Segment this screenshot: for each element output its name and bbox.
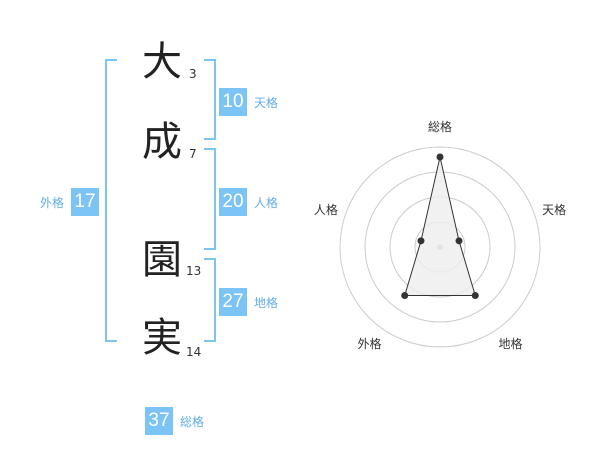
- radar-ring: [339, 146, 541, 348]
- name-char-1: 大: [142, 39, 182, 85]
- radar-point: [436, 153, 444, 161]
- radar-axis-label: 外格: [357, 336, 381, 351]
- chikaku-value: 27: [219, 288, 247, 316]
- radar-point: [401, 292, 409, 300]
- name-char-4: 実: [142, 315, 182, 361]
- jinkaku-value: 20: [219, 188, 247, 216]
- radar-series-polygon: [404, 156, 476, 297]
- gaikaku-value: 17: [71, 188, 99, 216]
- chikaku-bracket: [204, 258, 216, 342]
- stroke-count-4: 14: [186, 345, 202, 359]
- soukaku-label: 総格: [180, 415, 205, 429]
- radar-axis-label: 人格: [314, 202, 338, 217]
- tenkaku-value: 10: [219, 88, 247, 116]
- radar-axis-label: 地格: [499, 336, 523, 351]
- name-char-3: 園: [142, 237, 182, 283]
- jinkaku-label: 人格: [254, 196, 279, 210]
- radar-point: [417, 237, 425, 245]
- jinkaku-bracket: [204, 148, 216, 250]
- chikaku-label: 地格: [254, 296, 279, 310]
- radar-axis-label: 総格: [428, 119, 452, 134]
- tenkaku-bracket: [204, 59, 216, 140]
- gaikaku-bracket: [105, 59, 117, 342]
- gaikaku-label: 外格: [40, 196, 65, 210]
- radar-data: [401, 153, 479, 300]
- radar-point: [455, 237, 463, 245]
- name-char-2: 成: [142, 119, 182, 165]
- radar-axis-label: 天格: [542, 202, 566, 217]
- stroke-count-3: 13: [186, 264, 202, 278]
- stroke-count-2: 7: [189, 147, 197, 161]
- soukaku-value: 37: [145, 407, 173, 435]
- tenkaku-label: 天格: [254, 96, 279, 110]
- radar-point: [471, 292, 479, 300]
- stroke-count-1: 3: [189, 67, 197, 81]
